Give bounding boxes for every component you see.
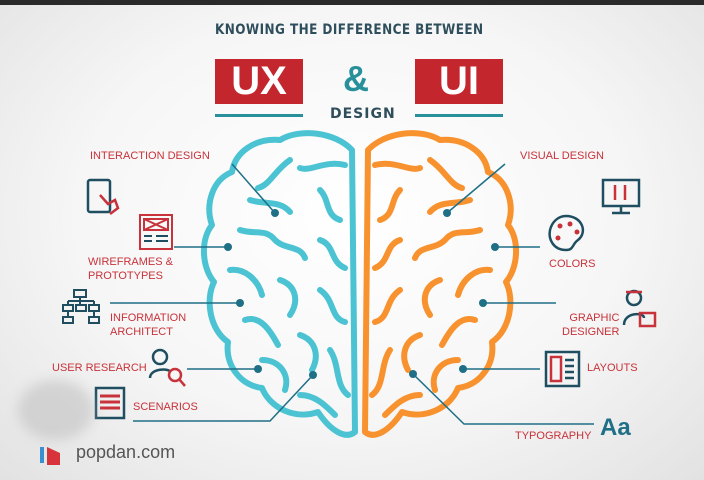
label-colors: COLORS xyxy=(549,258,596,270)
wireframe-icon xyxy=(139,214,173,250)
label-wireframes: WIREFRAMES & PROTOTYPES xyxy=(88,255,173,283)
palette-icon xyxy=(548,214,585,252)
ux-badge: UX xyxy=(215,59,303,104)
top-bar xyxy=(0,0,704,5)
label-visual-design: VISUAL DESIGN xyxy=(520,150,604,162)
label-user-research: USER RESEARCH xyxy=(52,362,147,374)
scroll-icon xyxy=(94,386,126,420)
label-line: DESIGNER xyxy=(562,326,620,338)
label-interaction-design: INTERACTION DESIGN xyxy=(90,150,210,162)
layout-icon xyxy=(544,350,581,388)
divider-left xyxy=(215,114,303,117)
sitemap-icon xyxy=(62,289,100,324)
ui-badge: UI xyxy=(415,59,503,104)
label-information-architect: INFORMATION ARCHITECT xyxy=(110,311,186,339)
connector-lines xyxy=(110,163,594,425)
subtitle: DESIGN xyxy=(330,106,396,122)
divider-right xyxy=(415,114,503,117)
user-search-icon xyxy=(148,348,186,387)
label-line: INFORMATION xyxy=(110,312,187,324)
ux-brain-hemisphere xyxy=(200,130,358,438)
tablet-touch-icon xyxy=(86,178,120,215)
connector-dots xyxy=(224,209,499,379)
ampersand: & xyxy=(343,58,369,99)
ui-brain-hemisphere xyxy=(362,130,520,438)
label-graphic-designer: GRAPHIC DESIGNER xyxy=(562,311,619,339)
watermark-blur xyxy=(18,380,94,440)
label-line: WIREFRAMES & xyxy=(88,256,173,268)
designer-icon xyxy=(622,289,657,328)
monitor-icon xyxy=(601,178,641,215)
label-line: PROTOTYPES xyxy=(88,270,163,282)
watermark-text: popdan.com xyxy=(76,442,176,462)
label-scenarios: SCENARIOS xyxy=(133,401,198,413)
label-line: GRAPHIC xyxy=(569,312,620,324)
watermark-logo-icon xyxy=(40,447,60,465)
label-typography: TYPOGRAPHY xyxy=(515,430,592,442)
title: KNOWING THE DIFFERENCE BETWEEN xyxy=(215,22,484,38)
typography-icon: Aa xyxy=(600,414,631,441)
label-layouts: LAYOUTS xyxy=(587,362,638,374)
label-line: ARCHITECT xyxy=(110,326,173,338)
